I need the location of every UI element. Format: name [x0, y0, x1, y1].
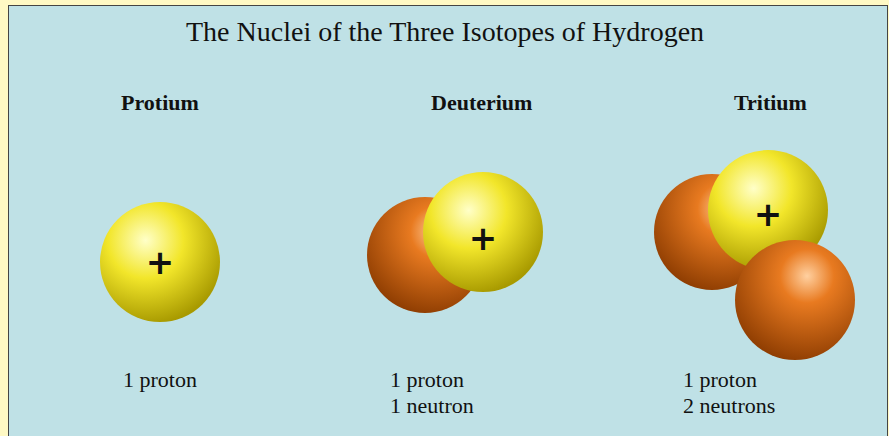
charge-sign: + — [146, 245, 175, 279]
proton-sphere — [100, 202, 220, 322]
isotope-name: Deuterium — [431, 90, 532, 116]
proton-node: + — [100, 202, 220, 322]
proton-sphere — [423, 172, 543, 292]
particle-count: 1 proton — [123, 367, 197, 393]
isotope-name: Protium — [121, 90, 199, 116]
neutron-sphere — [735, 240, 855, 360]
particle-count: 1 proton — [683, 367, 757, 393]
charge-sign: + — [754, 197, 783, 231]
charge-sign: + — [469, 221, 498, 255]
particle-count: 1 proton — [390, 367, 464, 393]
particle-count: 2 neutrons — [683, 393, 775, 419]
particle-count: 1 neutron — [390, 393, 474, 419]
isotope-name: Tritium — [734, 90, 807, 116]
diagram-title: The Nuclei of the Three Isotopes of Hydr… — [186, 16, 704, 48]
proton-node: + — [423, 178, 543, 298]
proton-node: + — [710, 156, 826, 272]
